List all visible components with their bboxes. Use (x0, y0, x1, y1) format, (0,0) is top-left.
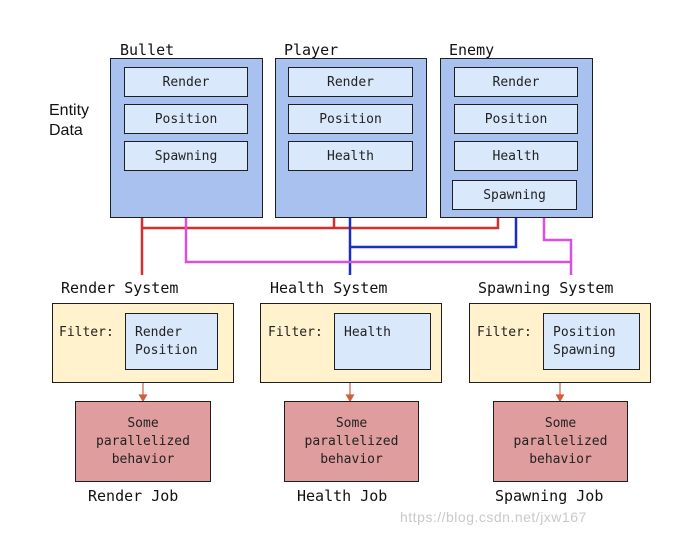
job-box-spawning: Some parallelized behavior (493, 401, 628, 482)
filter-label-health: Filter: (268, 325, 323, 340)
job-title-render: Render Job (88, 487, 179, 505)
component-enemy-spawning: Spawning (452, 180, 577, 210)
filter-box-render: Render Position (125, 313, 218, 370)
render-connector (140, 218, 500, 275)
job-title-spawning: Spawning Job (495, 487, 604, 505)
system-title-spawning: Spawning System (478, 279, 614, 297)
job-box-health: Some parallelized behavior (284, 401, 419, 482)
component-player-render: Render (288, 67, 413, 97)
behavior-line: behavior (111, 451, 175, 467)
component-bullet-spawning: Spawning (124, 141, 248, 171)
behavior-line: parallelized (96, 433, 190, 449)
entity-title-bullet: Bullet (120, 41, 175, 59)
component-bullet-render: Render (124, 67, 248, 97)
entity-data-label: Entity Data (49, 101, 89, 141)
component-enemy-position: Position (454, 104, 578, 134)
filter-item: Position (553, 325, 616, 340)
entity-data-label-line2: Data (49, 122, 83, 139)
filter-label-render: Filter: (59, 325, 114, 340)
behavior-line: Some (335, 415, 368, 431)
filter-box-spawning: Position Spawning (543, 313, 640, 370)
behavior-line: Some (544, 415, 577, 431)
component-enemy-health: Health (454, 141, 578, 171)
behavior-line: parallelized (304, 433, 399, 449)
entity-title-enemy: Enemy (449, 41, 495, 59)
job-title-health: Health Job (297, 487, 388, 505)
behavior-line: Some (127, 415, 159, 431)
component-bullet-position: Position (124, 104, 248, 134)
behavior-line: parallelized (513, 433, 608, 449)
filter-box-health: Health (334, 313, 431, 370)
job-box-render: Some parallelized behavior (75, 401, 211, 482)
system-title-health: Health System (270, 279, 388, 297)
spawning-connector (184, 218, 573, 275)
watermark-text: https://blog.csdn.net/jxw167 (400, 509, 587, 525)
entity-data-label-line1: Entity (49, 102, 90, 119)
behavior-line: behavior (529, 451, 592, 467)
entity-title-player: Player (284, 41, 339, 59)
behavior-line: behavior (320, 451, 383, 467)
filter-item: Spawning (553, 343, 616, 358)
component-player-position: Position (288, 104, 413, 134)
component-player-health: Health (288, 141, 413, 171)
filter-label-spawning: Filter: (477, 325, 532, 340)
filter-item: Position (135, 343, 198, 358)
job-arrows (138, 383, 565, 403)
component-enemy-render: Render (454, 67, 578, 97)
health-connector (348, 218, 518, 275)
system-title-render: Render System (61, 279, 179, 297)
filter-item: Health (344, 325, 391, 340)
filter-item: Render (135, 325, 182, 340)
